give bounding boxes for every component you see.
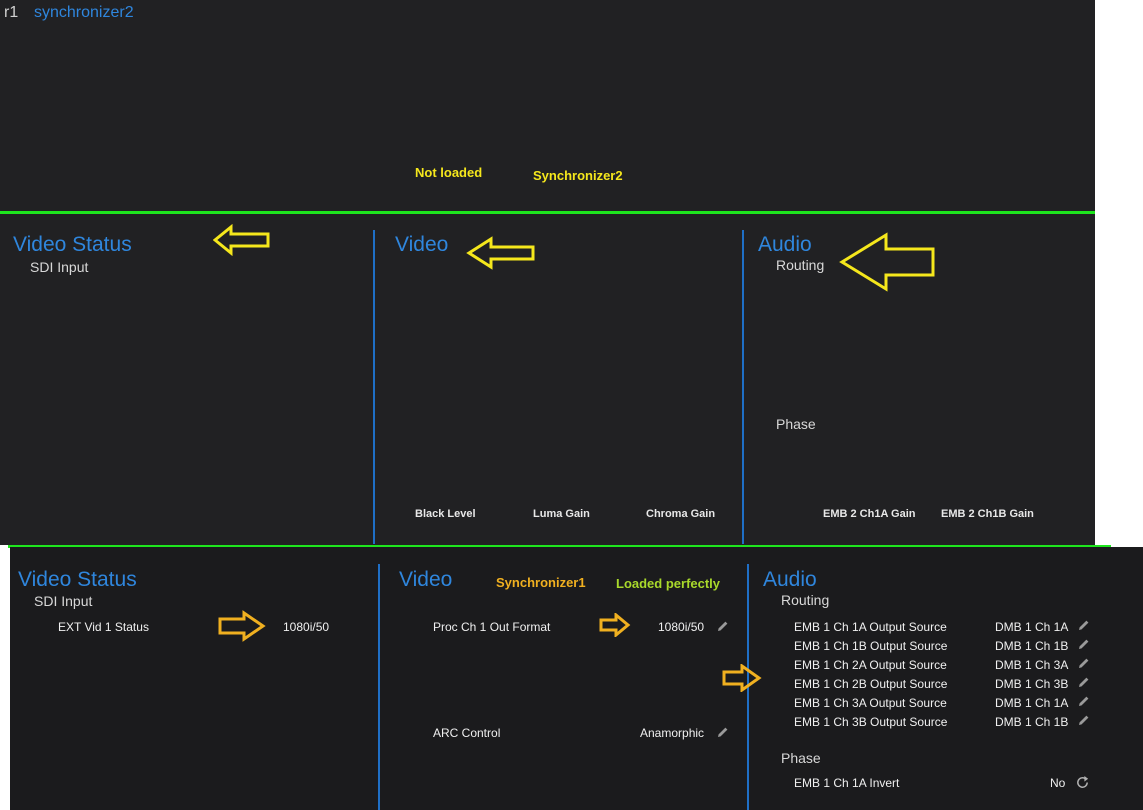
separator-line	[0, 211, 1095, 214]
sdi-input-label: SDI Input	[30, 259, 89, 275]
arc-control-value: Anamorphic	[640, 726, 705, 740]
route-label: EMB 1 Ch 2B Output Source	[794, 677, 948, 691]
route-label: EMB 1 Ch 3B Output Source	[794, 715, 948, 729]
device-name-annotation: Synchronizer2	[533, 168, 623, 183]
device-name-annotation: Synchronizer1	[496, 575, 586, 590]
emb2-ch1b-gain-label: EMB 2 Ch1B Gain	[941, 508, 1034, 520]
route-value: DMB 1 Ch 1A	[995, 696, 1069, 710]
pencil-icon[interactable]	[1078, 619, 1090, 631]
arc-control-label: ARC Control	[433, 726, 501, 740]
right-arrow-annotation-icon	[722, 664, 762, 692]
routing-label: Routing	[781, 592, 830, 608]
pencil-icon[interactable]	[717, 620, 729, 632]
proc-out-format-label: Proc Ch 1 Out Format	[433, 620, 551, 634]
row-prefix: r1	[4, 4, 19, 21]
top-panel: r1 synchronizer2 Not loaded Synchronizer…	[0, 0, 1095, 212]
route-value: DMB 1 Ch 3A	[995, 658, 1069, 672]
not-loaded-annotation: Not loaded	[415, 165, 483, 180]
emb2-ch1a-gain-label: EMB 2 Ch1A Gain	[823, 508, 916, 520]
route-label: EMB 1 Ch 1A Output Source	[794, 620, 947, 634]
audio-title: Audio	[758, 233, 812, 256]
video-status-title: Video Status	[13, 233, 132, 256]
right-arrow-annotation-icon	[218, 610, 266, 642]
routing-label: Routing	[776, 257, 825, 273]
ext-vid-status-label: EXT Vid 1 Status	[58, 620, 149, 634]
black-level-label: Black Level	[415, 508, 476, 520]
loaded-annotation: Loaded perfectly	[616, 576, 721, 591]
phase-label: Phase	[781, 750, 821, 766]
pencil-icon[interactable]	[1078, 714, 1090, 726]
invert-label: EMB 1 Ch 1A Invert	[794, 776, 900, 790]
video-title: Video	[395, 233, 449, 256]
route-label: EMB 1 Ch 3A Output Source	[794, 696, 947, 710]
left-arrow-annotation-icon	[213, 224, 270, 256]
pencil-icon[interactable]	[1078, 676, 1090, 688]
luma-gain-label: Luma Gain	[533, 508, 590, 520]
column-divider	[742, 230, 744, 544]
pencil-icon[interactable]	[1078, 657, 1090, 669]
route-label: EMB 1 Ch 1B Output Source	[794, 639, 948, 653]
column-divider	[378, 564, 380, 810]
pencil-icon[interactable]	[717, 726, 729, 738]
column-divider	[373, 230, 375, 544]
sdi-input-label: SDI Input	[34, 593, 93, 609]
device-title[interactable]: synchronizer2	[34, 4, 134, 21]
middle-panel: Video Status SDI Input Video Black Level…	[0, 214, 1095, 545]
video-title: Video	[399, 568, 453, 591]
video-status-title: Video Status	[18, 568, 137, 591]
ext-vid-status-value: 1080i/50	[283, 620, 330, 634]
left-arrow-annotation-icon	[466, 236, 535, 270]
route-value: DMB 1 Ch 1B	[995, 639, 1069, 653]
audio-title: Audio	[763, 568, 817, 591]
route-value: DMB 1 Ch 1B	[995, 715, 1069, 729]
route-value: DMB 1 Ch 3B	[995, 677, 1069, 691]
route-value: DMB 1 Ch 1A	[995, 620, 1069, 634]
right-arrow-annotation-icon	[599, 613, 631, 637]
pencil-icon[interactable]	[1078, 695, 1090, 707]
refresh-icon[interactable]	[1075, 775, 1090, 790]
chroma-gain-label: Chroma Gain	[646, 508, 716, 520]
pencil-icon[interactable]	[1078, 638, 1090, 650]
route-label: EMB 1 Ch 2A Output Source	[794, 658, 947, 672]
proc-out-format-value: 1080i/50	[658, 620, 705, 634]
left-arrow-annotation-icon	[839, 232, 935, 292]
phase-label: Phase	[776, 416, 816, 432]
separator-line	[8, 545, 1111, 548]
bottom-panel: Video Status SDI Input EXT Vid 1 Status …	[10, 547, 1143, 810]
invert-value: No	[1050, 776, 1066, 790]
